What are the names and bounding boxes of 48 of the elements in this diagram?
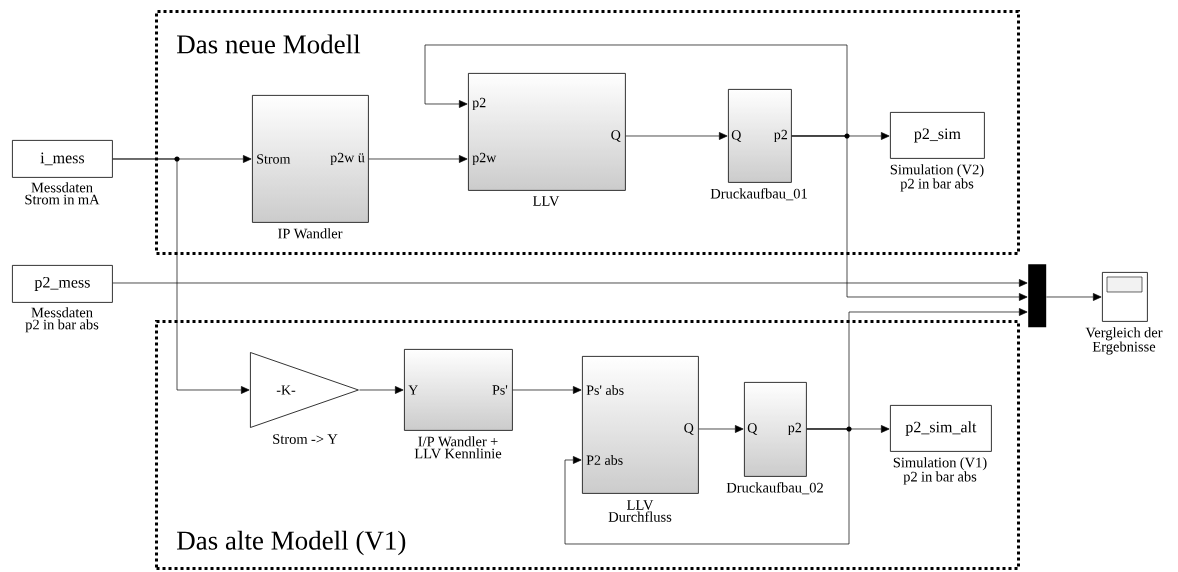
block-caption: Simulation (V1) p2 in bar abs xyxy=(893,457,987,485)
gain-triangle: -K- xyxy=(250,352,359,428)
block-caption: LLV xyxy=(533,196,560,206)
block-caption: I/P Wandler + LLV Kennlinie xyxy=(414,436,502,459)
subsystem-block: Q p2 xyxy=(728,89,792,183)
block-caption: Simulation (V2) p2 in bar abs xyxy=(890,164,984,192)
subsystem-block: Ps' abs P2 abs Q xyxy=(582,356,699,494)
node-label: Q xyxy=(611,130,621,142)
block-caption: LLV Durchfluss xyxy=(608,500,672,522)
group-heading: Das alte Modell (V1) xyxy=(177,530,406,556)
signal-arrow xyxy=(359,386,404,394)
block-caption: Druckaufbau_02 xyxy=(726,482,823,495)
port-block: i_mess xyxy=(12,140,113,178)
block-caption: Strom -> Y xyxy=(273,434,338,444)
node-label: Y xyxy=(408,385,418,395)
block-caption: Druckaufbau_01 xyxy=(710,188,807,201)
subsystem-block: Y Ps' xyxy=(404,349,513,431)
subsystem-block: Strom p2w ü xyxy=(252,95,369,223)
signal-arrow xyxy=(625,132,728,140)
signal-arrow xyxy=(698,425,744,433)
signal-arrow xyxy=(806,308,1028,430)
block-caption: Messdaten Strom in mA xyxy=(25,182,100,205)
port-block: p2_sim_alt xyxy=(890,405,992,452)
node-label: P2 abs xyxy=(586,455,623,465)
subsystem-block: p2 p2w Q xyxy=(468,73,626,191)
signal-arrow xyxy=(112,158,250,394)
group-heading: Das neue Modell xyxy=(177,34,361,54)
port-block: p2_mess xyxy=(12,265,113,303)
signal-arrow xyxy=(424,44,848,137)
node-label: Q xyxy=(684,423,694,435)
signal-arrow xyxy=(112,279,1028,287)
node-label: Strom xyxy=(257,154,291,164)
node-label: Ps' abs xyxy=(586,385,624,395)
mux-bar xyxy=(1028,264,1047,328)
node-label: p2w xyxy=(472,152,497,166)
subsystem-block: Q p2 xyxy=(744,382,807,477)
signal-arrow xyxy=(512,386,582,394)
node-label: Ps' xyxy=(492,385,508,395)
block-caption: Messdaten p2 in bar abs xyxy=(25,307,99,333)
node-label: p2w ü xyxy=(330,152,365,166)
signal-arrow xyxy=(564,428,850,545)
port-block: p2_sim xyxy=(890,112,985,159)
block-caption: Vergleich der Ergebnisse xyxy=(1085,327,1163,355)
signal-arrow xyxy=(791,135,1028,301)
signal-arrow xyxy=(368,155,468,163)
node-label: p2 xyxy=(472,97,486,111)
signal-arrow xyxy=(1046,293,1102,301)
block-caption: IP Wandler xyxy=(278,228,343,239)
